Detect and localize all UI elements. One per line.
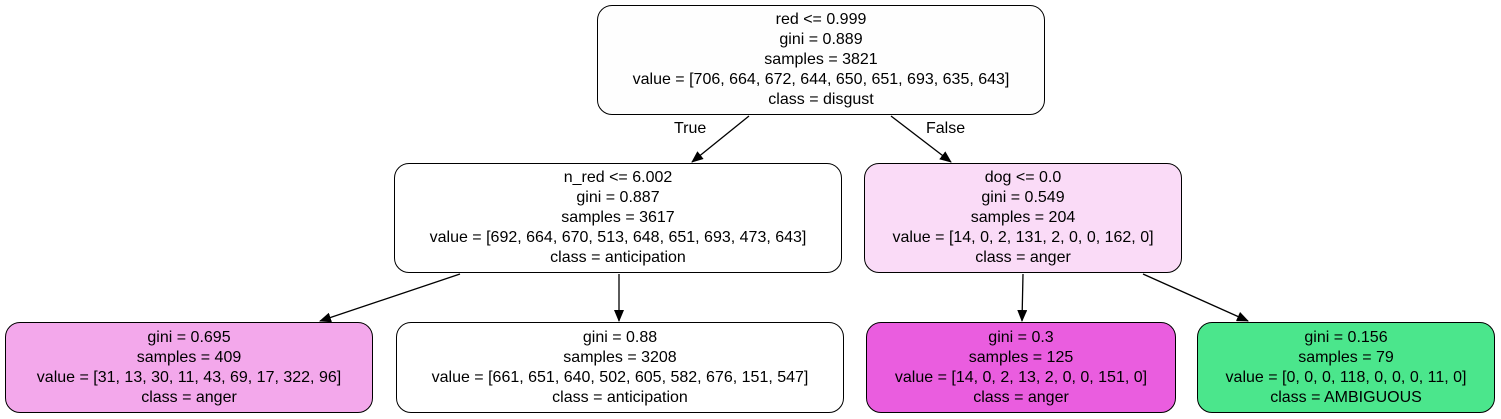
node-value: value = [0, 0, 0, 118, 0, 0, 0, 11, 0] [1225,368,1467,386]
node-gini: gini = 0.549 [981,189,1065,206]
edge-n4-n6 [1142,273,1249,322]
node-gini: gini = 0.695 [147,328,231,346]
node-split-rule: n_red <= 6.002 [563,169,673,186]
node-gini: gini = 0.88 [582,328,658,346]
node-samples: samples = 204 [970,209,1076,226]
node-value: value = [14, 0, 2, 13, 2, 0, 0, 151, 0] [894,368,1148,386]
tree-leaf-ambiguous: gini = 0.156 samples = 79 value = [0, 0,… [1197,322,1495,413]
node-gini: gini = 0.156 [1304,328,1388,346]
edge-n0-n1 [691,115,750,163]
node-value: value = [661, 651, 640, 502, 605, 582, 6… [431,368,809,386]
edge-n4-n5 [1017,273,1028,322]
node-samples: samples = 79 [1298,348,1394,366]
edge-n1-n2 [319,273,461,323]
tree-node-root: red <= 0.999 gini = 0.889 samples = 3821… [597,5,1045,115]
node-class: class = anticipation [550,249,686,266]
tree-leaf-anger-1: gini = 0.695 samples = 409 value = [31, … [5,322,373,413]
node-samples: samples = 3617 [561,209,675,226]
node-samples: samples = 409 [136,348,242,366]
tree-leaf-anticipation: gini = 0.88 samples = 3208 value = [661,… [396,322,844,413]
node-value: value = [706, 664, 672, 644, 650, 651, 6… [632,71,1010,88]
node-samples: samples = 125 [968,348,1074,366]
node-class: class = anger [975,249,1071,266]
node-split-rule: red <= 0.999 [775,11,867,28]
tree-leaf-anger-2: gini = 0.3 samples = 125 value = [14, 0,… [866,322,1176,413]
node-class: class = AMBIGUOUS [1270,388,1422,406]
node-class: class = disgust [768,91,874,108]
node-class: class = anticipation [552,388,688,406]
node-split-rule: dog <= 0.0 [984,169,1062,186]
edge-label-false: False [926,120,966,137]
node-value: value = [14, 0, 2, 131, 2, 0, 0, 162, 0] [892,229,1154,246]
node-class: class = anger [973,388,1069,406]
node-value: value = [31, 13, 30, 11, 43, 69, 17, 322… [36,368,342,386]
tree-node-dog-split: dog <= 0.0 gini = 0.549 samples = 204 va… [864,163,1182,273]
edge-n0-n4 [890,115,952,163]
node-samples: samples = 3821 [764,51,878,68]
node-gini: gini = 0.887 [576,189,660,206]
node-samples: samples = 3208 [563,348,677,366]
tree-node-n-red-split: n_red <= 6.002 gini = 0.887 samples = 36… [394,163,842,273]
node-gini: gini = 0.889 [779,31,863,48]
node-class: class = anger [141,388,237,406]
edge-label-true: True [674,120,707,137]
node-gini: gini = 0.3 [988,328,1054,346]
node-value: value = [692, 664, 670, 513, 648, 651, 6… [429,229,807,246]
